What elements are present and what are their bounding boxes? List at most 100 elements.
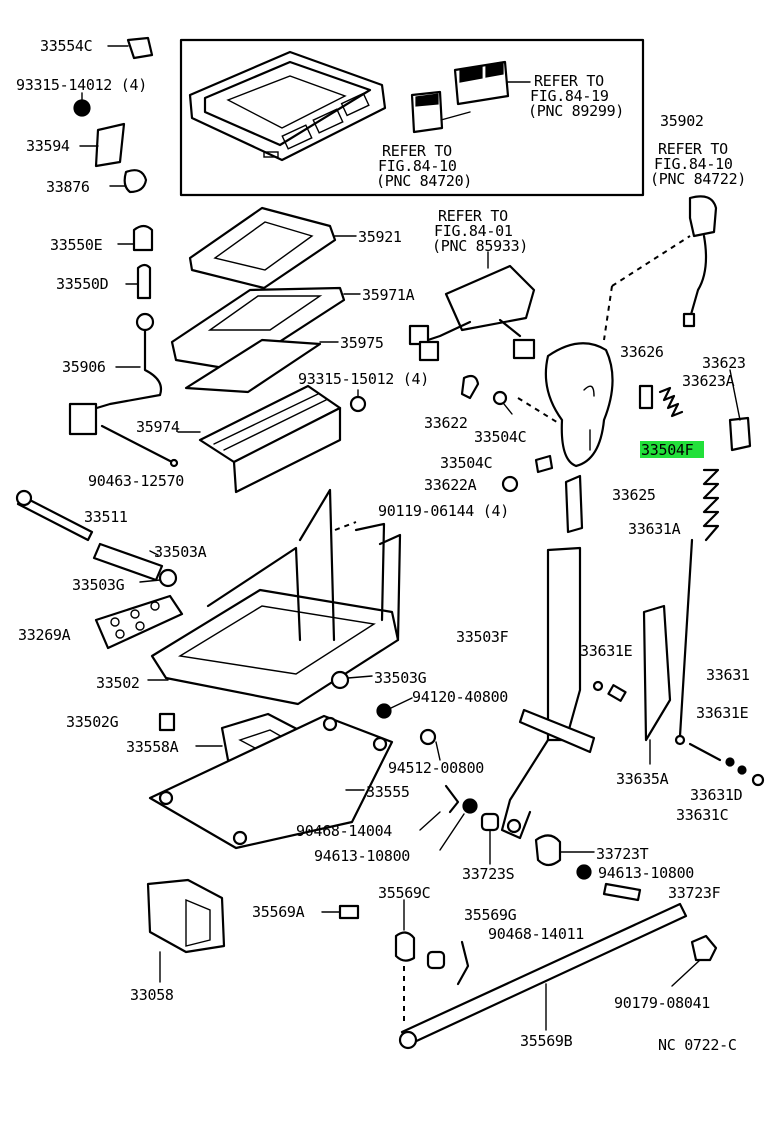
clip-90468-14011 (456, 940, 470, 986)
ref-line: REFER TO (382, 142, 452, 160)
button-33623 (728, 369, 752, 452)
clip-33622 (460, 374, 480, 400)
ref-note-84722: REFER TO FIG.84-10 (PNC 84722) (650, 140, 746, 188)
label-35569a: 35569A (252, 903, 305, 921)
pin-icon (15, 489, 94, 542)
highlight-box (640, 441, 704, 458)
collar-33502g (158, 712, 176, 732)
label-35902: 35902 (660, 112, 704, 130)
bracket-33594 (79, 122, 126, 168)
label-90119: 90119-06144 (4) (378, 502, 509, 520)
bolt-33504c-a (492, 390, 513, 415)
nut-94613-a (439, 798, 478, 851)
label-33622: 33622 (424, 414, 468, 432)
ref-line: FIG.84-19 (530, 87, 609, 105)
button-33626 (638, 384, 654, 410)
bulb-33550e (117, 224, 154, 252)
sleeve-33503a (92, 542, 164, 582)
label-33631e-a: 33631E (580, 642, 633, 660)
label-33625: 33625 (612, 486, 656, 504)
label-33635a: 33635A (616, 770, 669, 788)
label-93315-15012: 93315-15012 (4) (298, 370, 429, 388)
label-33626: 33626 (620, 343, 664, 361)
clip-33554c (107, 36, 154, 60)
label-33550d: 33550D (56, 275, 109, 293)
label-33550e: 33550E (50, 236, 103, 254)
switch-84722 (682, 195, 718, 328)
indicator-plate-35921 (188, 206, 357, 290)
label-33622a: 33622A (424, 476, 477, 494)
label-33631c: 33631C (676, 806, 728, 824)
label-33502: 33502 (96, 674, 140, 692)
ref-line: (PNC 89299) (528, 102, 624, 120)
label-33504c-a: 33504C (474, 428, 526, 446)
housing-35974 (177, 384, 342, 494)
label-33503g-b: 33503G (374, 669, 427, 687)
ref-line: REFER TO (658, 140, 728, 158)
label-33631: 33631 (706, 666, 750, 684)
bush-33723s (480, 812, 500, 865)
part-labels: 33554C 93315-14012 (4) 33594 33876 33550… (16, 37, 750, 1054)
ref-line: FIG.84-01 (434, 222, 513, 240)
bracket-33635a (642, 604, 672, 765)
label-90179: 90179-08041 (614, 994, 710, 1012)
rod-33631 (674, 538, 694, 746)
plate-33269a (94, 594, 184, 650)
cover-35971a (170, 286, 361, 372)
rod-33625 (564, 474, 584, 534)
label-33555: 33555 (366, 783, 410, 801)
nut-94613-b (576, 864, 592, 880)
label-94613-b: 94613-10800 (598, 864, 694, 882)
bolt-33504c-b (534, 454, 554, 474)
dashed-link-a (334, 521, 357, 531)
label-33558a: 33558A (126, 738, 179, 756)
plate-35975 (184, 338, 339, 394)
bush-35569c (394, 899, 416, 962)
pin-33723f (602, 882, 642, 902)
ref-note-85933: REFER TO FIG.84-01 (PNC 85933) (432, 207, 528, 255)
label-33723t: 33723T (596, 845, 649, 863)
pin-33631d (688, 742, 765, 787)
bolt-35569a (321, 904, 360, 920)
label-33058: 33058 (130, 986, 174, 1004)
label-35569c: 35569C (378, 884, 430, 902)
pin-33622a (501, 475, 519, 493)
drawing-code: NC 0722-C (658, 1036, 737, 1054)
label-94613-a: 94613-10800 (314, 847, 410, 865)
label-33554c: 33554C (40, 37, 92, 55)
knob-33504f (517, 342, 614, 468)
label-33504c-b: 33504C (440, 454, 492, 472)
label-35971a: 35971A (362, 286, 415, 304)
label-33594: 33594 (26, 137, 70, 155)
label-94120: 94120-40800 (412, 688, 508, 706)
label-35921: 35921 (358, 228, 402, 246)
pin-33631e-a (592, 680, 627, 702)
label-90468-14004: 90468-14004 (296, 822, 392, 840)
label-35974: 35974 (136, 418, 180, 436)
label-35569b: 35569B (520, 1032, 573, 1050)
label-33623a: 33623A (682, 372, 735, 390)
label-94512: 94512-00800 (388, 759, 484, 777)
ref-line: FIG.84-10 (378, 157, 457, 175)
label-93315-14012: 93315-14012 (4) (16, 76, 147, 94)
washer-icon (349, 389, 367, 413)
ref-line: (PNC 84722) (650, 170, 746, 188)
ref-note-89299: REFER TO FIG.84-19 (PNC 89299) (528, 72, 624, 120)
washer-94512 (419, 728, 441, 761)
lever-33503f (500, 546, 596, 840)
label-35906: 35906 (62, 358, 106, 376)
bush-33723t (534, 834, 595, 867)
label-35975: 35975 (340, 334, 384, 352)
label-33502g: 33502G (66, 713, 119, 731)
nut-icon (73, 92, 91, 117)
spring-33631a (702, 468, 720, 542)
base-33502 (147, 488, 402, 706)
bulb-33550d (125, 263, 152, 300)
label-33723s: 33723S (462, 865, 515, 883)
label-33631a: 33631A (628, 520, 681, 538)
ref-line: (PNC 85933) (432, 237, 528, 255)
wire-35906 (68, 312, 163, 436)
ref-line: FIG.84-10 (654, 155, 733, 173)
